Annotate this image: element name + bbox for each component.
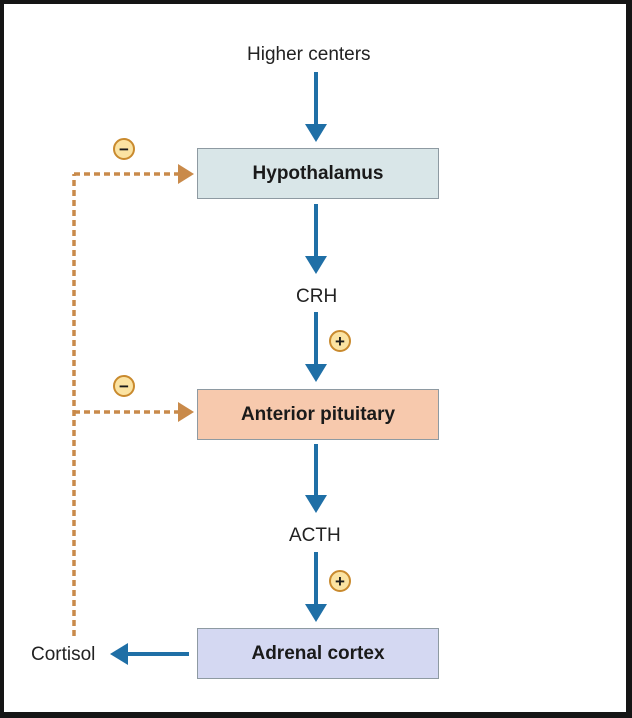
cortisol-label: Cortisol [31, 644, 96, 665]
inhibition-sign-hypothalamus: − [113, 138, 135, 160]
arrow-adrenal-to-cortisol [110, 643, 189, 665]
stimulation-sign-crh: + [329, 330, 351, 352]
crh-label: CRH [296, 286, 338, 307]
feedback-arrow-to-hypothalamus [74, 164, 194, 184]
feedback-arrow-to-pituitary [74, 402, 194, 422]
inhibition-sign-pituitary: − [113, 375, 135, 397]
diagram-arrows [72, 72, 327, 665]
hypothalamus-box: Hypothalamus [197, 148, 439, 199]
arrow-hypothalamus-to-crh [305, 204, 327, 274]
hypothalamus-label: Hypothalamus [252, 162, 384, 184]
diagram-canvas: Higher centers Hypothalamus CRH Anterior… [4, 4, 626, 712]
anterior-pituitary-label: Anterior pituitary [240, 403, 396, 425]
higher-centers-label: Higher centers [247, 44, 371, 65]
adrenal-cortex-label: Adrenal cortex [251, 642, 385, 664]
adrenal-cortex-box: Adrenal cortex [197, 628, 439, 679]
acth-label: ACTH [289, 525, 341, 546]
arrow-higher-to-hypothalamus [305, 72, 327, 142]
stimulation-sign-acth: + [329, 570, 351, 592]
arrow-acth-to-adrenal [305, 552, 327, 622]
anterior-pituitary-box: Anterior pituitary [197, 389, 439, 440]
arrow-crh-to-pituitary [305, 312, 327, 382]
arrow-pituitary-to-acth [305, 444, 327, 513]
